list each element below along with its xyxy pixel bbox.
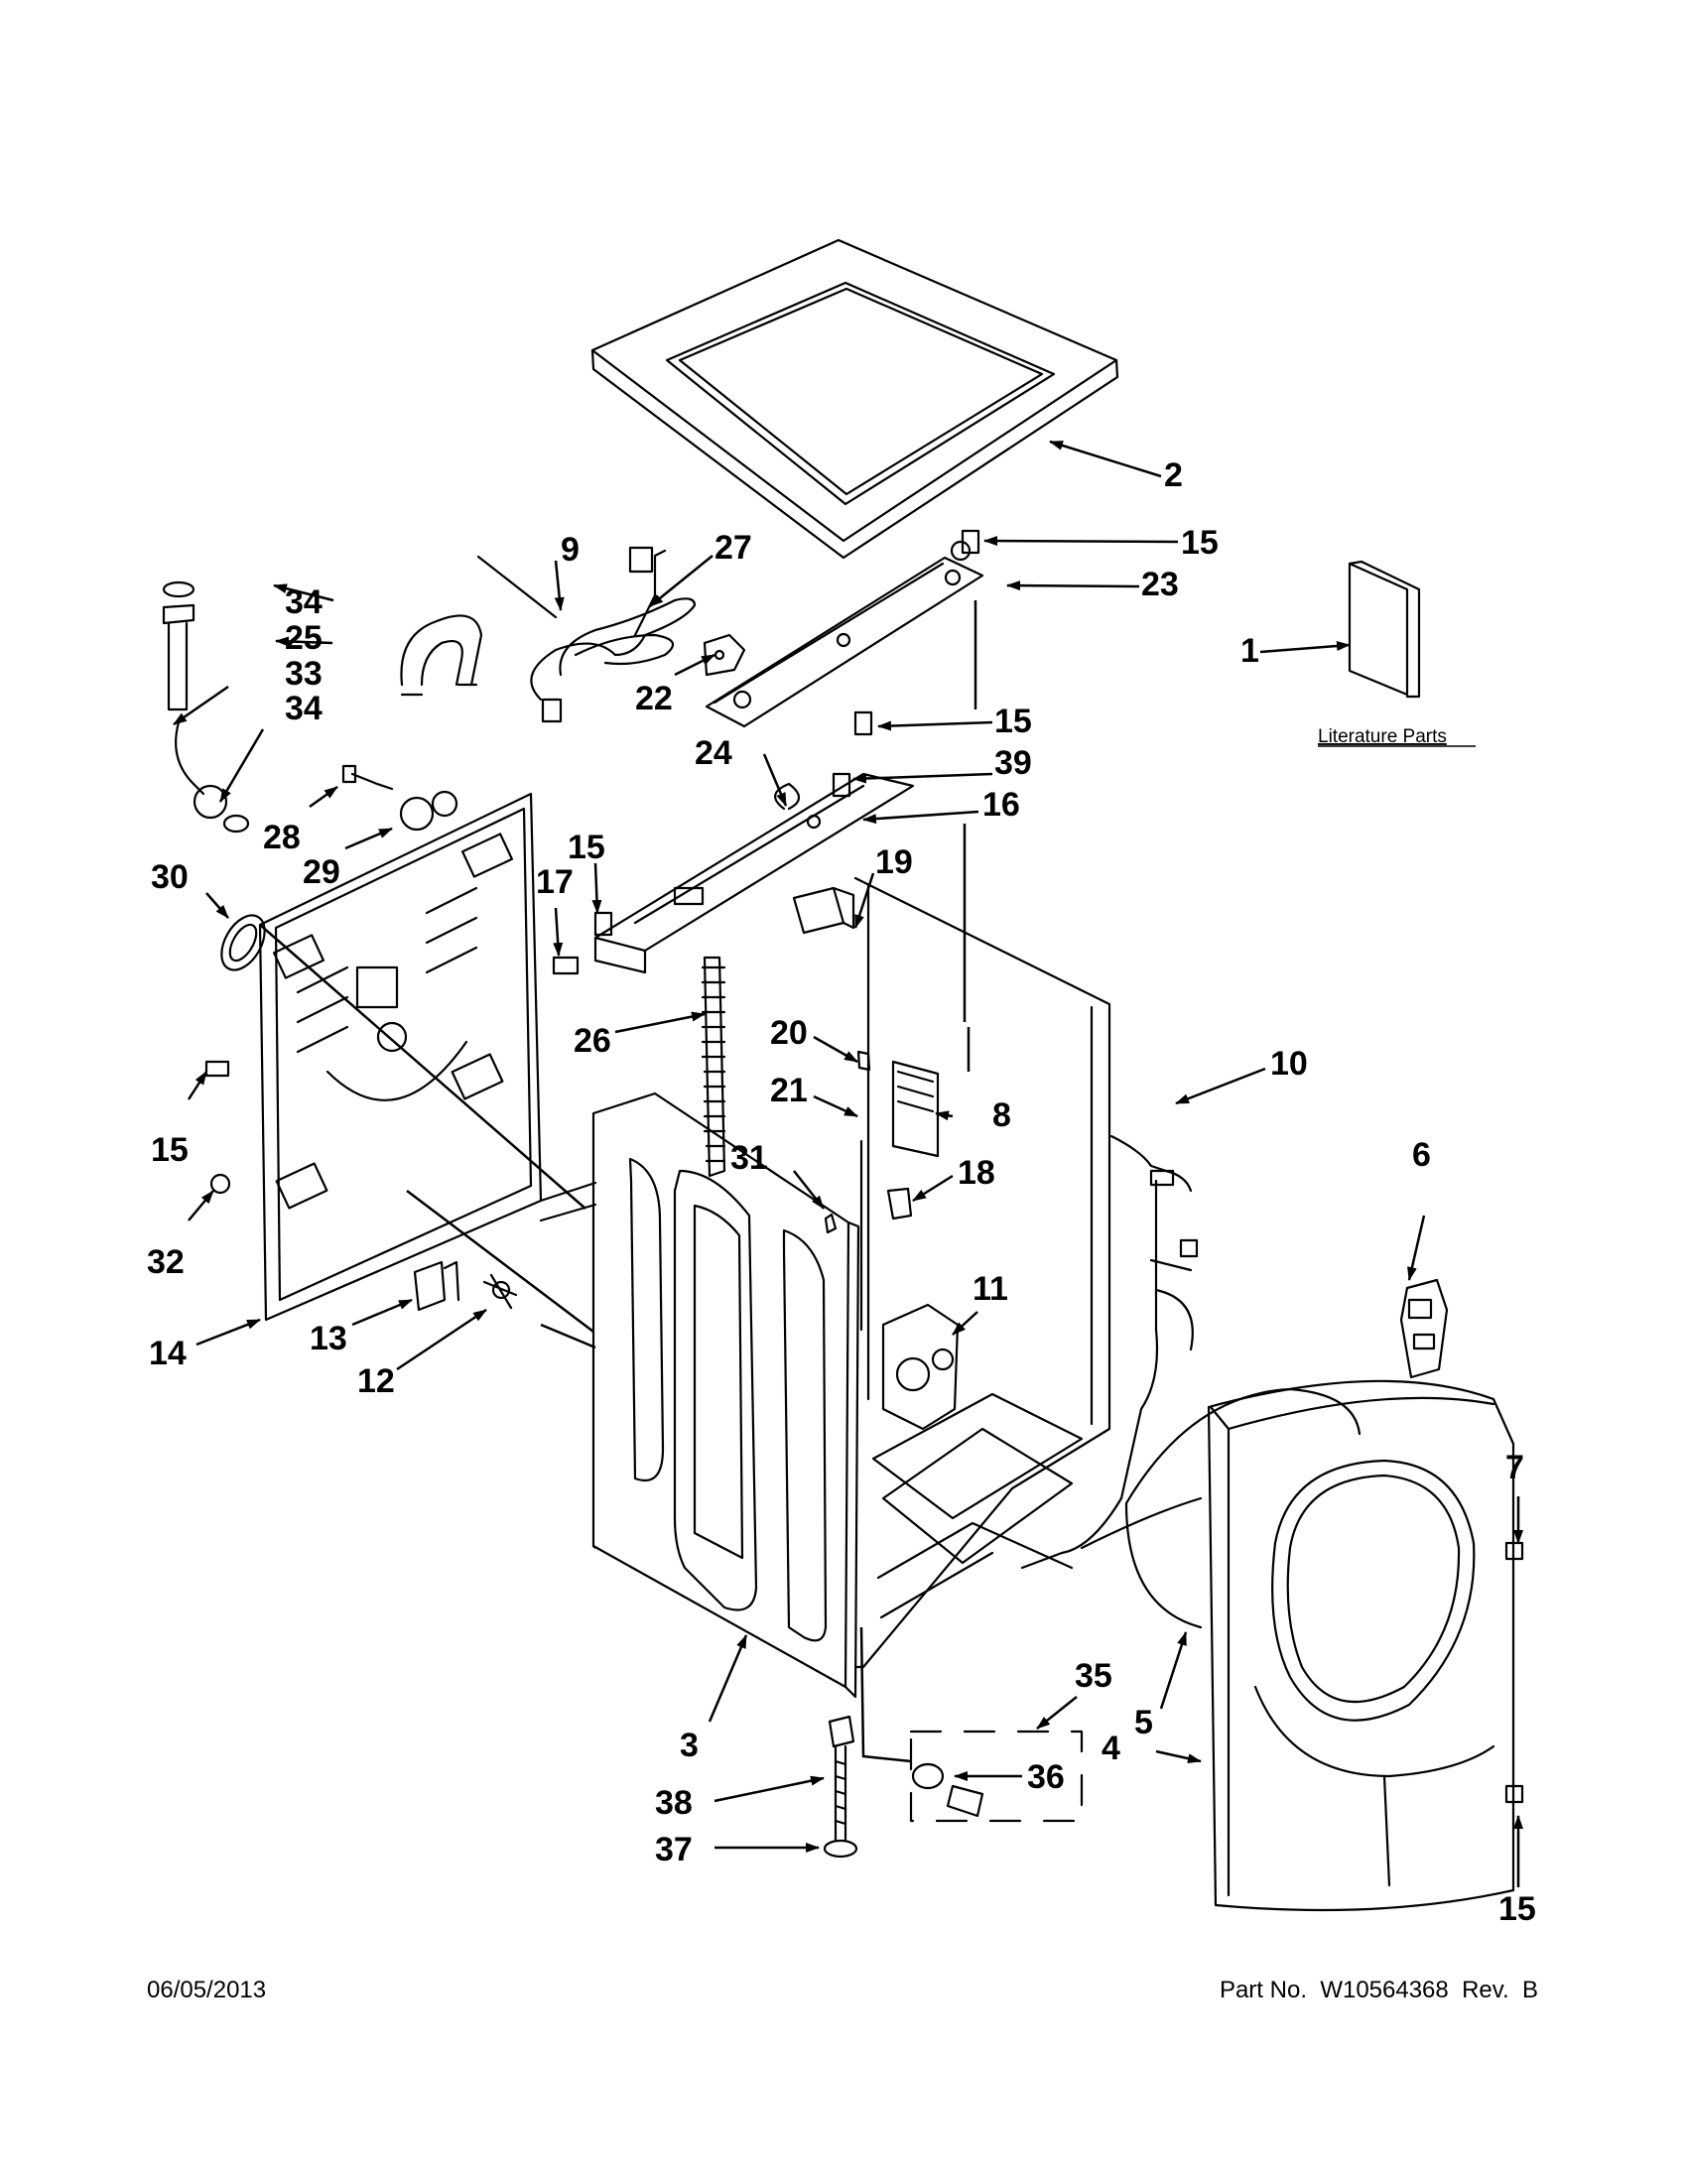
- leveling-leg: [823, 1715, 858, 1859]
- callout-12: 12: [357, 1362, 395, 1400]
- callout-21: 21: [770, 1072, 808, 1109]
- callout-17: 17: [536, 863, 574, 901]
- callout-7: 7: [1505, 1449, 1524, 1486]
- callout-33: 33: [285, 655, 323, 693]
- front-panel: [1207, 1379, 1515, 1912]
- callout-28: 28: [263, 819, 301, 856]
- callout-30: 30: [151, 858, 189, 896]
- side-panel-left: [591, 1092, 860, 1699]
- gasket-ring: [220, 914, 266, 971]
- callout-1: 1: [1240, 632, 1259, 670]
- corrugated-drain-tube: [701, 956, 726, 1178]
- callout-11: 11: [973, 1270, 1008, 1308]
- leader-lines: [173, 440, 1523, 1887]
- callout-5: 5: [1134, 1704, 1153, 1741]
- hose-clamp: [341, 764, 458, 832]
- callout-23: 23: [1141, 566, 1179, 603]
- fastener-group: [204, 529, 1524, 1804]
- callout-18: 18: [958, 1154, 995, 1192]
- power-cord: [530, 546, 697, 723]
- wire-clip: [886, 1187, 913, 1220]
- footer-date: 06/05/2013: [147, 1977, 267, 2003]
- callout-13: 13: [310, 1320, 347, 1357]
- callout-6: 6: [1412, 1136, 1431, 1174]
- drain-pump: [881, 1303, 960, 1431]
- control-board: [891, 1060, 940, 1158]
- callout-3: 3: [680, 1727, 699, 1764]
- strain-relief: [703, 633, 746, 677]
- noise-filter: [792, 886, 855, 935]
- callout-15: 15: [568, 829, 605, 866]
- bracket-strip: [856, 1050, 871, 1332]
- callout-26: 26: [574, 1022, 611, 1060]
- callout-27: 27: [714, 529, 752, 567]
- callout-10: 10: [1270, 1045, 1308, 1083]
- callout-15: 15: [1181, 524, 1219, 562]
- dashed-hardware-box: [909, 1730, 1084, 1823]
- callout-34: 34: [285, 690, 323, 727]
- callout-39: 39: [994, 744, 1032, 782]
- callout-24: 24: [695, 734, 732, 772]
- top-panel: [590, 238, 1119, 560]
- rear-panel: [258, 792, 543, 1322]
- callout-9: 9: [561, 531, 580, 569]
- grommet-bolt: [911, 1762, 984, 1818]
- callout-15: 15: [151, 1131, 189, 1169]
- door-lock: [1399, 1278, 1449, 1379]
- callout-14: 14: [149, 1335, 187, 1372]
- ground-wire: [476, 555, 558, 619]
- callout-20: 20: [770, 1014, 808, 1052]
- callout-8: 8: [992, 1096, 1011, 1134]
- callout-32: 32: [147, 1243, 185, 1281]
- callout-15: 15: [1498, 1890, 1536, 1928]
- callout-37: 37: [655, 1831, 693, 1868]
- callout-labels: 2 15 23 1 9 27 22 15 24 39 16 19 15 17 3…: [147, 456, 1536, 1928]
- callout-29: 29: [303, 853, 340, 891]
- callout-31: 31: [730, 1139, 768, 1177]
- rear-brace: [593, 772, 915, 974]
- callout-16: 16: [982, 786, 1020, 824]
- callout-19: 19: [875, 843, 913, 881]
- rear-hinge-bracket: [413, 1260, 460, 1312]
- literature-parts-label: Literature Parts: [1318, 726, 1447, 747]
- drain-hose: [162, 580, 250, 834]
- callout-36: 36: [1027, 1758, 1065, 1796]
- callout-25: 25: [285, 619, 323, 657]
- footer-part-number: Part No. W10564368 Rev. B: [1219, 1977, 1538, 2003]
- literature-booklet: [1348, 560, 1421, 699]
- callout-2: 2: [1164, 456, 1183, 494]
- drain-hose-hanger: [400, 614, 483, 697]
- callout-38: 38: [655, 1784, 693, 1822]
- inlet-fitting: [482, 1273, 518, 1310]
- callout-4: 4: [1102, 1730, 1120, 1767]
- callout-15: 15: [994, 703, 1032, 740]
- callout-22: 22: [635, 680, 673, 717]
- callout-35: 35: [1075, 1657, 1112, 1695]
- wire-harness: [1020, 1134, 1203, 1570]
- callout-34: 34: [285, 583, 323, 621]
- cabinet-frame: [539, 876, 1111, 1669]
- top-brace: [705, 540, 984, 728]
